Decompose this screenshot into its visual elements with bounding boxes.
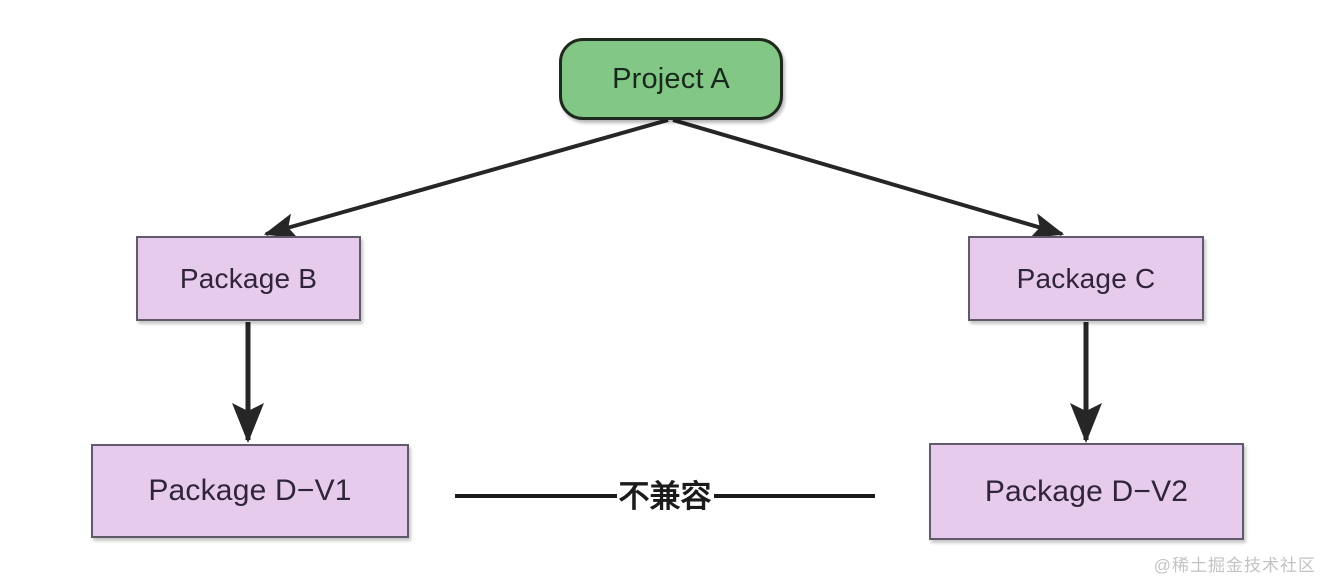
node-package-d-v1-label: Package D−V1 [148,474,352,507]
node-project-a-label: Project A [612,62,730,95]
node-project-a[interactable]: Project A [559,38,783,120]
node-package-c-label: Package C [1016,262,1156,294]
node-package-d-v2-label: Package D−V2 [984,474,1189,508]
watermark: @稀土掘金技术社区 [1153,556,1316,575]
relation-incompatible: 不兼容 [455,473,875,519]
node-package-b[interactable]: Package B [136,236,361,321]
relation-line-left [455,494,617,498]
edge-root-to-package-c [672,118,1065,238]
node-package-c[interactable]: Package C [968,236,1204,321]
node-package-d-v1[interactable]: Package D−V1 [91,444,409,538]
node-package-b-label: Package B [179,262,318,294]
relation-incompatible-label: 不兼容 [618,478,712,514]
relation-line-right [713,494,875,498]
edge-root-to-package-b [263,118,669,239]
node-package-d-v2[interactable]: Package D−V2 [929,443,1244,540]
